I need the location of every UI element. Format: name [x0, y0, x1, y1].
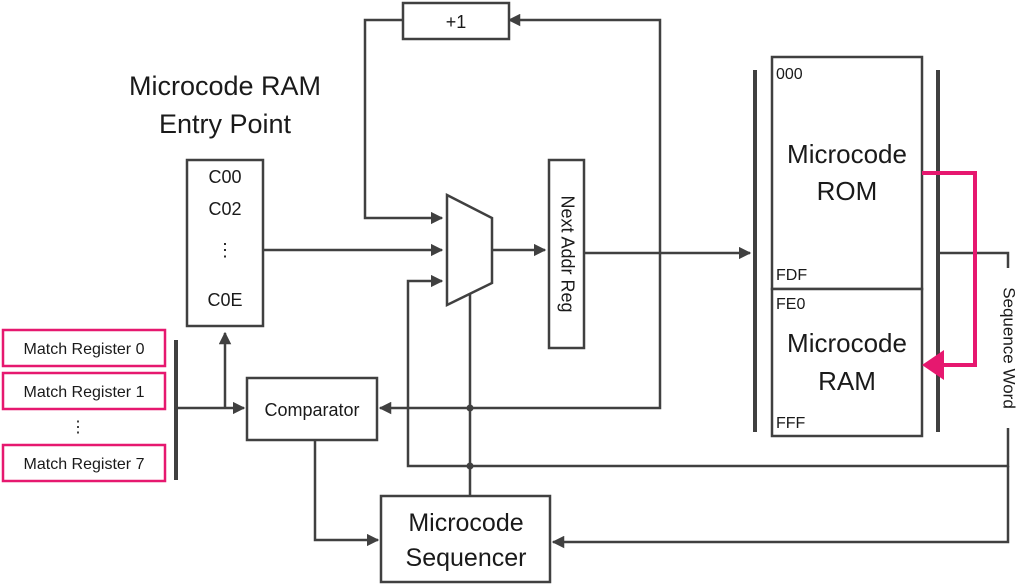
rom-label-line2: ROM	[817, 176, 878, 206]
multiplexer	[445, 192, 494, 308]
rom-end-address: FDF	[776, 267, 807, 284]
match-register-7	[1, 443, 167, 483]
increment-to-mux-wire	[363, 18, 444, 225]
microcode-rom-box	[770, 55, 924, 291]
entry-row-ellipsis: ⋮	[216, 240, 234, 260]
entry-row-c02: C02	[208, 199, 241, 219]
sequencer-label-line1: Microcode	[408, 509, 523, 537]
comparator-box	[245, 376, 379, 442]
rom-start-address: 000	[776, 66, 803, 83]
ram-end-address: FFF	[776, 415, 806, 432]
match-register-ellipsis: ⋮	[70, 419, 86, 436]
match-register-1-label: Match Register 1	[24, 384, 145, 401]
sequence-word-to-sequencer-wire	[551, 466, 1010, 549]
next-addr-reg-label: Next Addr Reg	[557, 195, 577, 312]
patch-arrowhead	[922, 350, 944, 380]
diagram-title-line1: Microcode RAM	[129, 71, 321, 101]
next-addr-reg-box	[547, 158, 586, 350]
increment-box	[401, 1, 511, 41]
junction-dot	[466, 404, 474, 412]
bus-to-increment-wire	[507, 13, 662, 253]
sequence-word-label: Sequence Word	[1000, 287, 1019, 409]
memory-output-wire	[940, 251, 1010, 268]
entry-row-c00: C00	[208, 167, 241, 187]
sequence-word-to-mux-wire	[406, 274, 1010, 468]
patch-path-wire	[922, 171, 977, 367]
bus-to-comparator-wire	[378, 253, 662, 415]
entry-row-c0e: C0E	[207, 290, 242, 310]
match-register-7-label: Match Register 7	[24, 456, 145, 473]
match-register-0	[1, 328, 167, 368]
sequencer-label-line2: Sequencer	[406, 544, 527, 572]
rom-label-line1: Microcode	[787, 139, 907, 169]
increment-label: +1	[446, 12, 467, 32]
match-register-0-label: Match Register 0	[24, 341, 145, 358]
match-register-1	[1, 371, 167, 411]
diagram-title-line2: Entry Point	[159, 109, 292, 139]
comparator-label: Comparator	[264, 400, 359, 420]
microcode-ram-box	[770, 287, 924, 438]
ram-label-line1: Microcode	[787, 328, 907, 358]
entry-point-table	[185, 158, 265, 328]
sequencer-box	[379, 494, 552, 584]
comparator-to-sequencer-wire	[313, 440, 380, 547]
ram-start-address: FE0	[776, 296, 805, 313]
junction-dot	[466, 462, 474, 470]
ram-label-line2: RAM	[818, 366, 876, 396]
